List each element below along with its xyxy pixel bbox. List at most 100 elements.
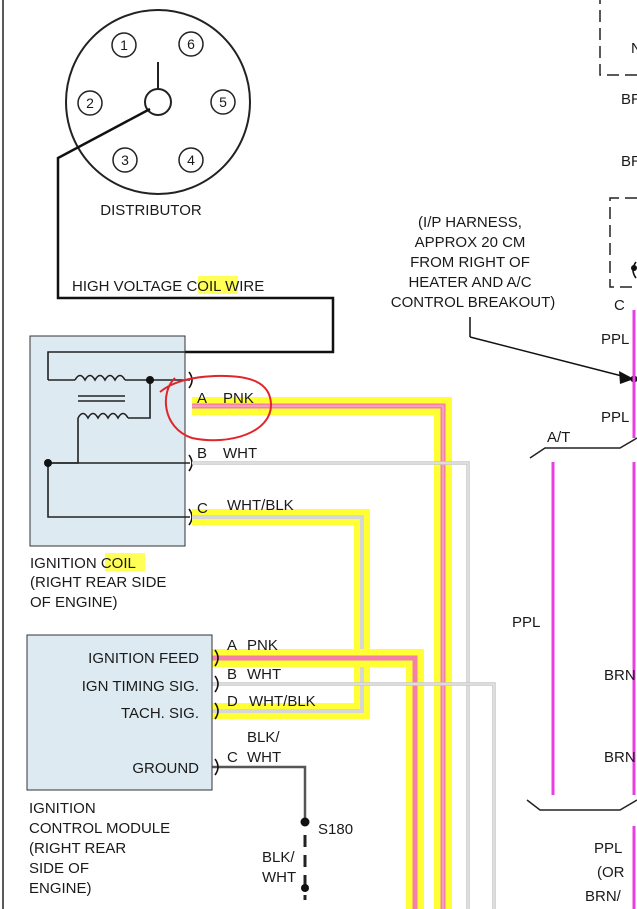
coil-junction-dot xyxy=(146,376,154,384)
svg-text:(RIGHT REAR SIDE: (RIGHT REAR SIDE xyxy=(30,574,166,591)
module-signal-timing: IGN TIMING SIG. xyxy=(82,678,199,695)
distributor-terminal: 2 xyxy=(77,90,103,116)
module-caption-line: CONTROL MODULE xyxy=(29,820,170,837)
harness-leader-line xyxy=(469,336,623,377)
module-caption-line: SIDE OF xyxy=(29,860,89,877)
svg-text:(I/P HARNESS,: (I/P HARNESS, xyxy=(418,214,522,231)
pnk-module-wire xyxy=(212,655,418,909)
label-br-1: BR xyxy=(621,91,637,108)
module-connector-b xyxy=(214,675,219,693)
module-pin-b-letter: B xyxy=(227,666,237,683)
svg-text:1: 1 xyxy=(120,37,128,53)
pnk-coil-wire-core xyxy=(192,405,444,909)
module-pin-d-wire: WHT/BLK xyxy=(249,693,316,710)
wht-module-wire-core xyxy=(212,683,495,909)
label-c: C xyxy=(614,297,625,314)
bottom-branch-line xyxy=(526,799,637,811)
svg-text:OF ENGINE): OF ENGINE) xyxy=(30,594,118,611)
distributor: 1 2 3 4 5 6 DISTRIBUTOR xyxy=(65,9,251,219)
module-signal-ground: GROUND xyxy=(132,760,199,777)
distributor-terminal: 5 xyxy=(210,89,236,115)
label-at: A/T xyxy=(547,429,570,446)
mid-connector-dot xyxy=(631,265,637,271)
module-pin-c-wire: WHT xyxy=(247,749,281,766)
coil-internal-schematic xyxy=(47,351,190,518)
label-ppl-3: PPL xyxy=(512,614,540,631)
svg-text:3: 3 xyxy=(121,152,129,168)
module-connector-c xyxy=(214,758,219,776)
coil-pin-a-letter: A xyxy=(197,390,207,407)
coil-junction-dot xyxy=(44,459,52,467)
label-brn-2: BRN xyxy=(604,749,636,766)
distributor-terminal: 6 xyxy=(178,31,204,57)
harness-note: (I/P HARNESS, APPROX 20 CM FROM RIGHT OF… xyxy=(391,214,555,311)
right-side-circuit: N BR BR C PPL PPL A/T PPL BRN BRN PPL (O… xyxy=(512,0,637,909)
wht-coil-wire-core xyxy=(192,462,469,909)
svg-text:5: 5 xyxy=(219,94,227,110)
ignition-coil: IGNITION COIL (RIGHT REAR SIDE OF ENGINE… xyxy=(29,335,193,611)
module-caption-line: ENGINE) xyxy=(29,880,92,897)
svg-text:6: 6 xyxy=(187,36,195,52)
module-pin-a-wire: PNK xyxy=(247,637,278,654)
dashed-component-top xyxy=(599,0,637,76)
coil-pin-a-wire: PNK xyxy=(223,390,254,407)
coil-pin-b-wire: WHT xyxy=(223,445,257,462)
distributor-terminal: 3 xyxy=(112,147,138,173)
module-pin-d-letter: D xyxy=(227,693,238,710)
distributor-body xyxy=(65,9,251,195)
module-box xyxy=(26,634,213,791)
module-pin-b-wire: WHT xyxy=(247,666,281,683)
svg-text:IGNITION COIL: IGNITION COIL xyxy=(30,555,136,572)
svg-text:CONTROL BREAKOUT): CONTROL BREAKOUT) xyxy=(391,294,555,311)
splice-dot xyxy=(301,884,309,892)
coil-highlight xyxy=(198,276,238,294)
svg-text:HEATER AND A/C: HEATER AND A/C xyxy=(408,274,531,291)
module-connector-a xyxy=(214,649,219,667)
label-br-2: BR xyxy=(621,153,637,170)
label-ppl-1: PPL xyxy=(601,331,629,348)
harness-arrowhead xyxy=(619,371,634,384)
ignition-coil-box xyxy=(29,335,186,547)
ground-wire xyxy=(212,765,307,822)
svg-text:APPROX 20 CM: APPROX 20 CM xyxy=(415,234,526,251)
distributor-terminal: 1 xyxy=(111,32,137,58)
label-n: N xyxy=(631,40,637,57)
label-ppl-bottom: PPL xyxy=(594,840,622,857)
module-pin-a-letter: A xyxy=(227,637,237,654)
splice-label: S180 xyxy=(318,821,353,838)
module-caption-line: IGNITION xyxy=(29,800,96,817)
module-signal-tach: TACH. SIG. xyxy=(121,705,199,722)
label-brn-bottom: BRN/ xyxy=(585,888,622,905)
at-branch-line xyxy=(529,437,637,459)
coil-pin-c-letter: C xyxy=(197,500,208,517)
coil-pin-c-wire: WHT/BLK xyxy=(227,497,294,514)
coil-connector-a xyxy=(188,371,193,389)
ignition-coil-caption: IGNITION COIL (RIGHT REAR SIDE OF ENGINE… xyxy=(30,553,166,611)
svg-text:2: 2 xyxy=(86,95,94,111)
coil-title-highlight xyxy=(105,553,145,571)
high-voltage-wire xyxy=(56,107,335,354)
distributor-terminal: 4 xyxy=(178,147,204,173)
module-ground-wire-top: BLK/ xyxy=(247,729,280,746)
module-pin-c-letter: C xyxy=(227,749,238,766)
label-brn-1: BRN xyxy=(604,667,636,684)
svg-text:FROM RIGHT OF: FROM RIGHT OF xyxy=(410,254,530,271)
module-signal-ignition-feed: IGNITION FEED xyxy=(88,650,199,667)
ignition-control-module: IGNITION FEED IGN TIMING SIG. TACH. SIG.… xyxy=(26,634,316,897)
svg-text:HIGH VOLTAGE COIL WIRE: HIGH VOLTAGE COIL WIRE xyxy=(72,278,264,295)
splice-wire-line2: WHT xyxy=(262,869,296,886)
splice-dot xyxy=(300,817,310,827)
svg-text:4: 4 xyxy=(187,152,195,168)
coil-pin-b-letter: B xyxy=(197,445,207,462)
splice-wire-line1: BLK/ xyxy=(262,849,295,866)
wht-coil-wire xyxy=(192,461,470,909)
label-or: (OR xyxy=(597,864,625,881)
label-ppl-2: PPL xyxy=(601,409,629,426)
red-annotation-circle xyxy=(159,374,273,442)
module-connector-d xyxy=(214,702,219,720)
distributor-label: DISTRIBUTOR xyxy=(100,202,202,219)
dashed-component-mid xyxy=(609,197,637,288)
whtblk-coil-wire xyxy=(192,515,364,713)
hv-wire-label: HIGH VOLTAGE COIL WIRE xyxy=(72,276,264,295)
